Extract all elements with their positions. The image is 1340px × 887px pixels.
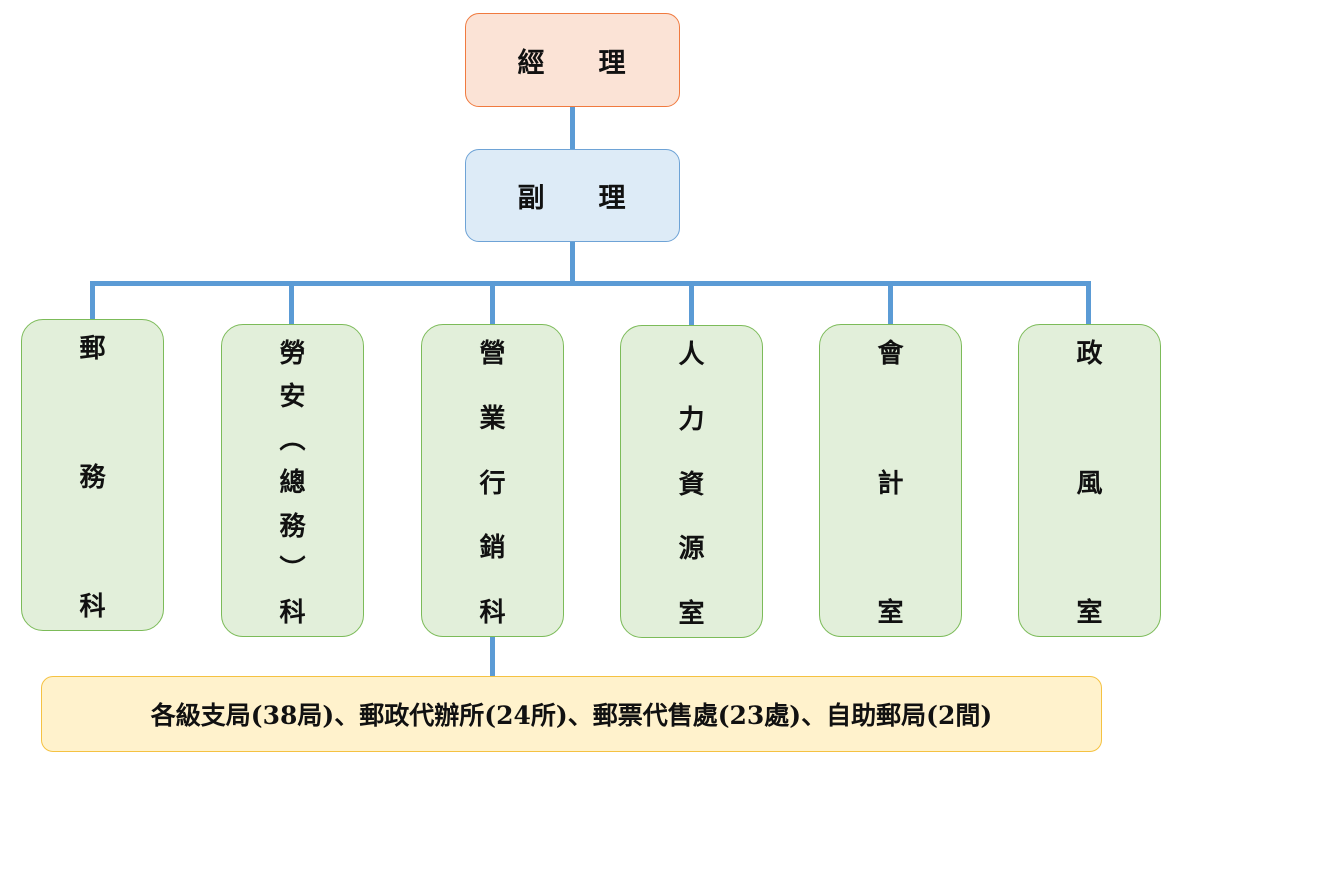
dept-char: 銷 [479, 533, 506, 564]
dept-char: 計 [877, 468, 904, 499]
dept-human-resources: 人 力 資 源 室 [620, 325, 763, 638]
connector-dept-2 [289, 283, 294, 325]
dept-char: 業 [479, 403, 506, 434]
connector-dept-6 [1086, 283, 1091, 325]
dept-postal-affairs: 郵 務 科 [21, 319, 164, 631]
dept-char: 科 [79, 592, 106, 622]
manager-char-2: 理 [598, 47, 628, 79]
manager-box: 經理 [465, 13, 680, 107]
dept-char: 力 [678, 404, 705, 435]
connector-horizontal-bus [90, 281, 1091, 286]
dept-char: 勞 [279, 339, 306, 369]
branch-offices-text: 各級支局(38局)、郵政代辦所(24所)、郵票代售處(23處)、自助郵局(2間) [150, 701, 993, 730]
dept-char: 科 [279, 597, 306, 628]
dept-char: 源 [678, 534, 705, 565]
connector-dept-5 [888, 283, 893, 325]
dept-char: 行 [479, 468, 506, 499]
dept-char: 郵 [79, 334, 106, 364]
deputy-manager-box: 副理 [465, 149, 680, 242]
dept-accounting: 會 計 室 [819, 324, 962, 637]
dept-char: 風 [1076, 468, 1103, 499]
dept-char: 科 [479, 598, 506, 628]
dept-char: 人 [678, 340, 705, 370]
deputy-char-2: 理 [598, 183, 628, 214]
dept-char: 政 [1076, 339, 1103, 369]
dept-labor-safety-general-affairs: 勞 安 ︵ 總 務 ︶ 科 [221, 324, 364, 637]
connector-manager-deputy [570, 107, 575, 149]
dept-char: 資 [678, 469, 705, 500]
dept-business-marketing: 營 業 行 銷 科 [421, 324, 564, 637]
deputy-char-1: 副 [517, 183, 547, 214]
dept-ethics: 政 風 室 [1018, 324, 1161, 637]
connector-dept-3 [490, 283, 495, 325]
dept-char: 務 [79, 463, 106, 493]
manager-char-1: 經 [517, 47, 547, 79]
dept-char: 安 [279, 382, 306, 413]
dept-char: ︵ [279, 425, 306, 456]
connector-sales-branches [490, 637, 495, 677]
connector-dept-4 [689, 283, 694, 326]
dept-char: 室 [877, 598, 904, 628]
branch-offices-box: 各級支局(38局)、郵政代辦所(24所)、郵票代售處(23處)、自助郵局(2間) [41, 676, 1102, 752]
dept-char: 室 [678, 599, 705, 629]
connector-dept-1 [90, 283, 95, 320]
dept-char: 營 [479, 339, 506, 369]
connector-deputy-bus [570, 242, 575, 284]
dept-char: 務 [279, 511, 306, 542]
dept-char: ︶ [279, 554, 306, 585]
dept-char: 會 [877, 339, 904, 369]
dept-char: 總 [279, 468, 306, 499]
dept-char: 室 [1076, 598, 1103, 628]
